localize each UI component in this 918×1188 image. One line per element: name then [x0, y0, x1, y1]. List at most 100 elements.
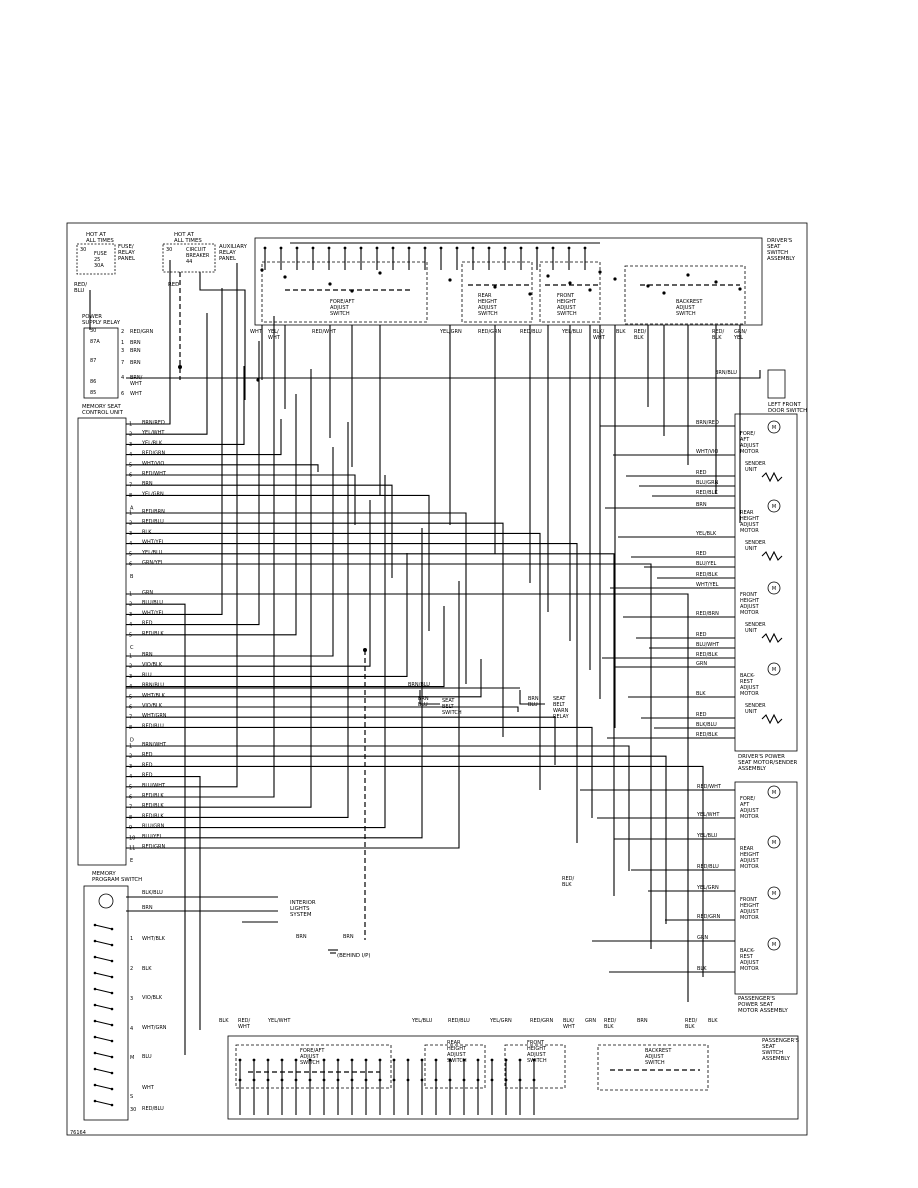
- bottom-wire-label: BLK: [708, 1018, 718, 1024]
- control-unit-wire: [126, 563, 652, 949]
- splice-dot: [528, 292, 532, 296]
- control-unit-wire: [126, 581, 460, 849]
- splice-dot: [391, 246, 395, 250]
- cu-pin: 11: [129, 846, 135, 852]
- mem-contact: [94, 1036, 113, 1042]
- cu-wire-label: RED/BLK: [142, 803, 164, 809]
- cb-box: [162, 243, 216, 273]
- control-unit-wire: [126, 528, 423, 839]
- mem-switch-pin: 2: [130, 966, 133, 972]
- mem-switch-wire-label: VIO/BLK: [142, 995, 163, 1001]
- cu-pin: 7: [129, 483, 132, 489]
- splice-dot: [308, 1078, 312, 1082]
- motor-symbol: [767, 886, 781, 900]
- driver-motor-wire-label: BRN/RED: [696, 420, 719, 426]
- motor-symbol: [767, 420, 781, 434]
- splice-dot: [532, 1078, 536, 1082]
- sender-resistor: [761, 713, 783, 725]
- splice-dot: [476, 1078, 480, 1082]
- top-wire-label: BLK/WHT: [593, 329, 606, 341]
- motor-symbol: [767, 835, 781, 849]
- splice-dot: [462, 1058, 466, 1062]
- driver-motor-wire-label: RED: [696, 632, 707, 638]
- pass-switch-assembly: [227, 1035, 799, 1120]
- splice-dot: [364, 1058, 368, 1062]
- driver-motor-wire-label: YEL/BLK: [695, 531, 717, 537]
- splice-dot: [110, 975, 114, 979]
- driver-motor-wire-label: RED/BLK: [696, 652, 718, 658]
- splice-dot: [392, 1058, 396, 1062]
- seat-belt-wire: BRN/BLU: [408, 682, 430, 688]
- connector-A: A: [130, 506, 134, 512]
- splice-dot: [93, 1051, 97, 1055]
- component-outlines: [66, 222, 808, 1136]
- cu-wire-label: RED: [142, 752, 153, 758]
- diagram-frame: [66, 222, 808, 1136]
- splice-dot: [322, 1058, 326, 1062]
- splice-dot: [256, 378, 260, 382]
- splice-dot: [519, 246, 523, 250]
- splice-dot: [110, 959, 114, 963]
- cu-pin: 6: [129, 795, 132, 801]
- cu-wire-label: BRN/WHT: [142, 742, 167, 748]
- relay-wire-pin: 7: [121, 360, 124, 366]
- splice-dot: [336, 1078, 340, 1082]
- splice-dot: [686, 273, 690, 277]
- motor-m: M: [772, 942, 776, 948]
- relay-wire-label: BRN: [130, 348, 141, 354]
- relay-wire-pin: 1: [121, 340, 124, 346]
- cu-pin: 7: [129, 715, 132, 721]
- splice-dot: [350, 1078, 354, 1082]
- bottom-wire-label: BLK/WHT: [563, 1018, 576, 1030]
- motor-symbol: [767, 499, 781, 513]
- dashed-linkages: [179, 272, 740, 1073]
- cu-wire-label: RED/WHT: [142, 471, 167, 477]
- cu-wire-label: RED/BRN: [142, 509, 165, 515]
- control-unit-wire: [126, 260, 171, 425]
- cu-wire-label: BRN: [142, 481, 153, 487]
- splice-dot: [714, 280, 718, 284]
- cb-pin-30: 30: [166, 247, 172, 253]
- relay-wire-label: BRN: [130, 340, 141, 346]
- cu-pin: 5: [129, 784, 132, 790]
- splice-dot: [406, 1058, 410, 1062]
- pass-backrest-box: [597, 1044, 709, 1091]
- splice-dot: [378, 271, 382, 275]
- diagram-id: 76164: [70, 1130, 86, 1136]
- control-unit-wire: [126, 522, 504, 737]
- memory-switch-box: [83, 885, 129, 1121]
- control-unit-wire: [126, 512, 467, 684]
- pass-rear-height-box: [424, 1044, 486, 1089]
- splice-dot: [283, 275, 287, 279]
- splice-dot: [294, 1078, 298, 1082]
- cu-pin: 5: [129, 694, 132, 700]
- splice-dot: [266, 1078, 270, 1082]
- fuse-box: [76, 243, 116, 275]
- cu-wire-label: RED: [142, 762, 153, 768]
- splice-dot: [448, 278, 452, 282]
- cu-wire-label: RED/BLK: [142, 813, 164, 819]
- connector-C: C: [130, 645, 134, 651]
- relay-wire-label: WHT: [130, 391, 143, 397]
- splice-dot: [567, 246, 571, 250]
- driver-motor-wire-label: RED: [696, 551, 707, 557]
- sender-resistor: [761, 471, 783, 483]
- splice-dot: [327, 246, 331, 250]
- splice-dot: [363, 648, 367, 652]
- cu-wire-label: YEL/GRN: [141, 491, 164, 497]
- seat-belt-lead: [419, 690, 440, 705]
- splice-dot: [93, 971, 97, 975]
- bottom-wire-label: GRN: [585, 1018, 596, 1024]
- cu-wire-label: RED/BLU: [142, 519, 164, 525]
- driver-motor-wire-label: RED: [696, 712, 707, 718]
